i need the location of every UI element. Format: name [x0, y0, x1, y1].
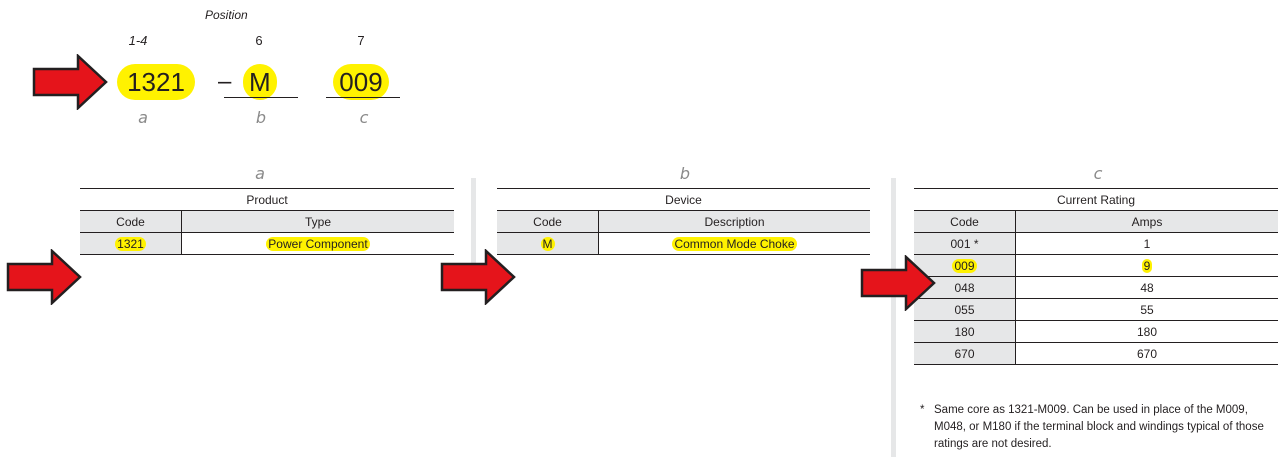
table-header: Code Description	[497, 211, 870, 233]
cell-description: Common Mode Choke	[672, 237, 797, 251]
catalog-part-c: 009	[331, 64, 391, 100]
table-caption: Current Rating	[914, 189, 1278, 211]
letter-c: c	[359, 108, 369, 127]
table-row: 180 180	[914, 321, 1278, 343]
arrow-icon	[440, 249, 516, 305]
cell-amps: 9	[1141, 259, 1153, 273]
table-row: M Common Mode Choke	[497, 233, 870, 255]
footnote-marker: *	[920, 404, 925, 416]
cell-code: 1321	[80, 233, 182, 254]
arrow-icon	[860, 255, 936, 311]
cell-amps: 48	[1140, 281, 1154, 295]
table-device: Device Code Description M Common Mode Ch…	[497, 188, 870, 255]
cell-code: 001 *	[914, 233, 1016, 254]
cell-amps: 180	[1136, 325, 1158, 339]
column-header-amps: Amps	[1131, 215, 1163, 229]
table-caption: Product	[80, 189, 454, 211]
position-title: Position	[205, 8, 248, 22]
table-row: 1321 Power Component	[80, 233, 454, 255]
column-divider	[471, 178, 476, 278]
column-header-code: Code	[497, 211, 599, 232]
cell-code: 055	[914, 299, 1016, 320]
arrow-icon	[6, 249, 82, 305]
catalog-part-b: M	[243, 64, 277, 100]
letter-b: b	[255, 108, 267, 127]
catalog-dash: –	[218, 68, 232, 95]
cell-type: Power Component	[266, 237, 370, 251]
underline-b	[224, 97, 298, 98]
table-row: 055 55	[914, 299, 1278, 321]
cell-code: 180	[914, 321, 1016, 342]
table-product: Product Code Type 1321 Power Component	[80, 188, 454, 255]
arrow-icon	[32, 54, 108, 110]
table-row: 670 670	[914, 343, 1278, 365]
table-a-letter: a	[255, 164, 265, 183]
position-label-6: 6	[255, 33, 263, 48]
table-b-letter: b	[679, 164, 691, 183]
position-label-7: 7	[357, 33, 365, 48]
footnote: * Same core as 1321-M009. Can be used in…	[914, 402, 1276, 453]
cell-code: 009	[914, 255, 1016, 276]
column-header-code: Code	[80, 211, 182, 232]
position-label-1-4: 1-4	[128, 33, 148, 48]
table-row: 048 48	[914, 277, 1278, 299]
cell-code: 048	[914, 277, 1016, 298]
table-current-rating: Current Rating Code Amps 001 * 1 009 9 0…	[914, 188, 1278, 365]
underline-c	[326, 97, 400, 98]
table-row: 009 9	[914, 255, 1278, 277]
table-header: Code Amps	[914, 211, 1278, 233]
cell-code: 670	[914, 343, 1016, 364]
letter-a: a	[138, 108, 148, 127]
footnote-text: Same core as 1321-M009. Can be used in p…	[934, 404, 1264, 450]
cell-amps: 670	[1136, 347, 1158, 361]
catalog-part-a: 1321	[104, 64, 208, 100]
table-header: Code Type	[80, 211, 454, 233]
cell-amps: 55	[1140, 303, 1154, 317]
table-caption: Device	[497, 189, 870, 211]
column-divider	[891, 178, 896, 457]
table-row: 001 * 1	[914, 233, 1278, 255]
cell-code: M	[497, 233, 599, 254]
cell-amps: 1	[1143, 237, 1151, 251]
column-header-code: Code	[914, 211, 1016, 232]
column-header-description: Description	[704, 215, 765, 229]
table-c-letter: c	[1093, 164, 1103, 183]
column-header-type: Type	[304, 215, 331, 229]
